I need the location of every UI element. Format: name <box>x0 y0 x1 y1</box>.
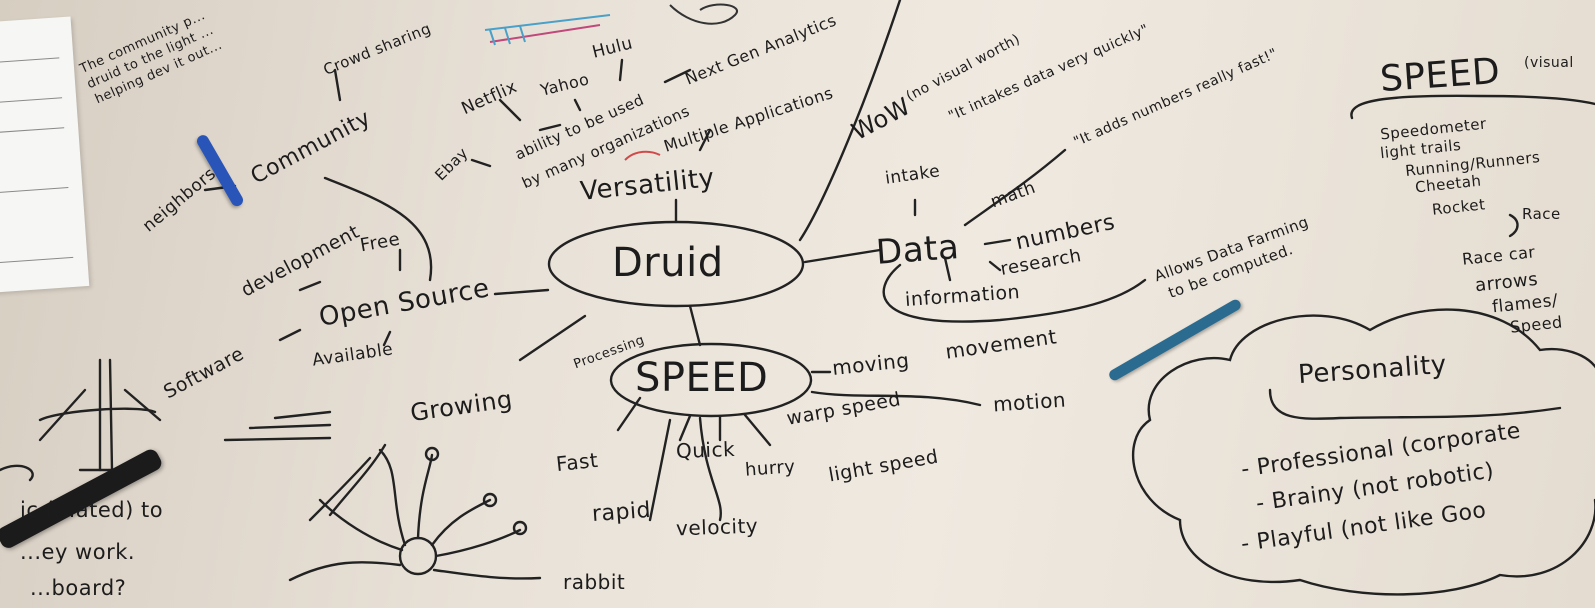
speed-oval <box>609 342 813 418</box>
motion-label: motion <box>992 387 1067 417</box>
hurry-label: hurry <box>744 456 797 481</box>
quick-label: Quick <box>675 436 736 464</box>
rabbit-label: rabbit <box>563 570 626 594</box>
speed-label: SPEED <box>635 355 769 401</box>
speed-panel-title: SPEED <box>1378 50 1502 101</box>
velocity-label: velocity <box>675 513 759 541</box>
fast-label: Fast <box>554 447 600 477</box>
rapid-label: rapid <box>591 497 652 528</box>
left-note-line-1: ic (...ated) to <box>20 498 164 522</box>
druid-label: Druid <box>612 240 724 286</box>
left-note-line-2: ...ey work. <box>20 540 136 564</box>
left-note-line-3: ...board? <box>30 576 127 600</box>
speed-panel-note: (visual <box>1524 55 1574 71</box>
race-label: Race <box>1522 205 1561 223</box>
data-label: Data <box>874 227 961 273</box>
